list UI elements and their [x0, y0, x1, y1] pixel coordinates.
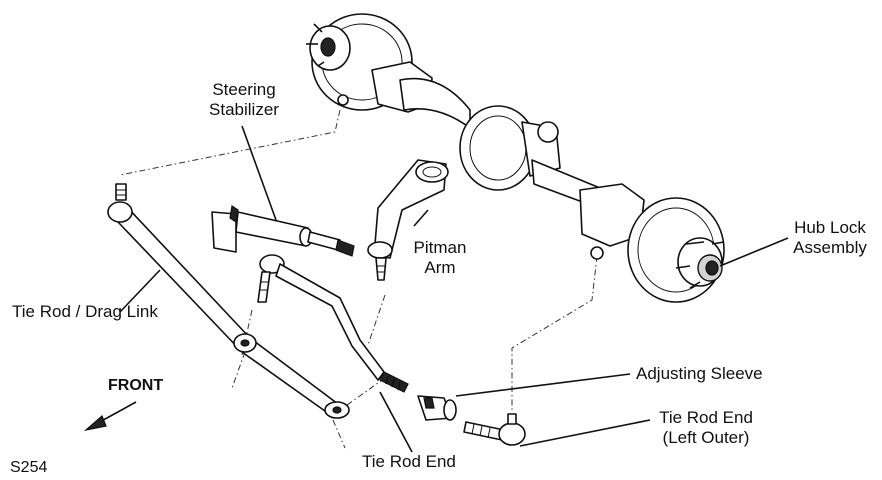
hub-lock-label-line1: Hub Lock	[794, 218, 866, 237]
pitman-arm-label-line1: Pitman	[413, 238, 467, 257]
hub-lock-label-line2: Assembly	[793, 238, 867, 257]
tie-rod-end-threads	[385, 375, 401, 391]
steering-stabilizer-label: Steering Stabilizer	[196, 80, 292, 120]
tie-rod	[257, 254, 409, 393]
tie-rod-end-left-outer-line2: (Left Outer)	[662, 428, 750, 447]
leader-lines	[119, 125, 789, 453]
hub-lock-assembly-label: Hub Lock Assembly	[780, 218, 880, 258]
tie-rod-drag-link	[107, 183, 350, 419]
adjusting-sleeve	[417, 395, 457, 421]
front-direction-label: FRONT	[108, 377, 164, 394]
tie-rod-end-left-outer	[463, 413, 526, 446]
left-brake-drum	[627, 197, 725, 303]
pitman-arm	[367, 159, 449, 281]
front-axle-assembly	[306, 13, 725, 303]
tie-rod-drag-link-label: Tie Rod / Drag Link	[12, 302, 158, 321]
steering-stabilizer-label-line1: Steering	[212, 80, 276, 99]
hub-lock-assembly	[697, 254, 723, 282]
tie-rod-end-label: Tie Rod End	[362, 452, 456, 471]
tie-rod-end-left-outer-line1: Tie Rod End	[659, 408, 753, 427]
steering-stabilizer	[211, 204, 355, 257]
tie-rod-end-left-outer-label: Tie Rod End (Left Outer)	[636, 408, 776, 448]
front-arrow	[83, 401, 137, 432]
steering-stabilizer-label-line2: Stabilizer	[209, 100, 279, 119]
adjusting-sleeve-label: Adjusting Sleeve	[636, 364, 763, 383]
assembly-guide-lines	[119, 109, 598, 449]
figure-code-label: S254	[10, 459, 48, 476]
pitman-arm-label: Pitman Arm	[408, 238, 472, 278]
pitman-arm-label-line2: Arm	[424, 258, 456, 277]
